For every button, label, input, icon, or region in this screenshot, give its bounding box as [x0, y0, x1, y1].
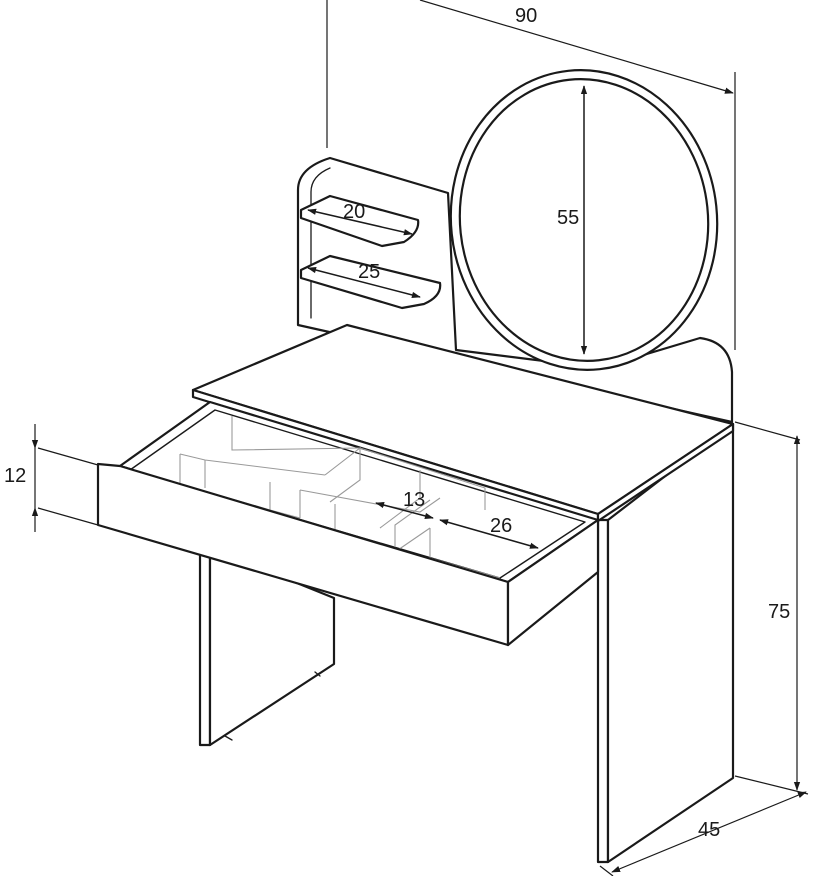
dim-mirror-diameter: 55 — [557, 85, 588, 355]
extension-lines — [37, 0, 809, 876]
dim-lower-shelf-label: 25 — [358, 261, 380, 283]
dim-compartment-small-label: 13 — [403, 489, 425, 511]
dim-lower-shelf: 25 — [307, 261, 421, 299]
dim-compartment-large-label: 26 — [490, 515, 512, 537]
dim-upper-shelf: 20 — [307, 201, 413, 236]
dim-height-label: 75 — [768, 601, 790, 623]
dim-compartment-small: 13 — [375, 489, 434, 519]
dim-depth-label: 45 — [698, 819, 720, 841]
dim-width-label: 90 — [515, 5, 537, 27]
dim-upper-shelf-label: 20 — [343, 201, 365, 223]
dim-depth: 45 — [611, 791, 807, 873]
dim-drawer-height: 12 — [4, 424, 39, 532]
left-leg — [198, 546, 336, 747]
dim-height: 75 — [768, 435, 801, 791]
dim-drawer-height-label: 12 — [4, 465, 26, 487]
dim-mirror-label: 55 — [557, 207, 579, 229]
dim-compartment-large: 26 — [439, 515, 539, 549]
dim-width: 90 — [419, 0, 734, 94]
right-leg — [596, 422, 735, 864]
